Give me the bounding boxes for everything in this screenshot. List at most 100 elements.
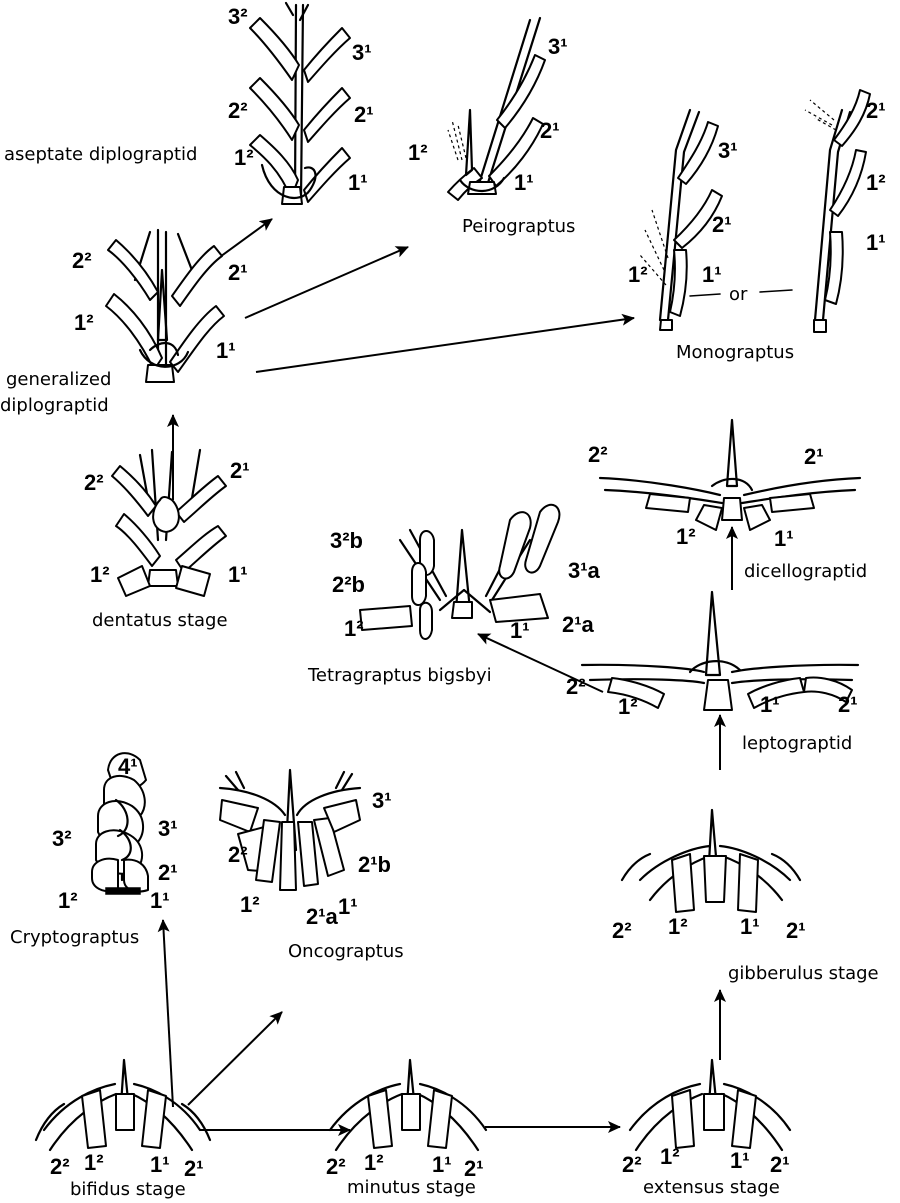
drawing-leptograptid [582,592,858,710]
peirograptus-theca-label: 1² [408,140,428,165]
tetragraptus-theca-label: 1¹ [510,618,530,643]
leptograptid-theca-label: 1² [618,694,638,719]
label-gibberulus-stage: gibberulus stage [728,963,879,984]
oncograptus-theca-label: 2² [228,842,248,867]
tetragraptus-theca-label: 3¹a [568,558,601,583]
cryptograptus-theca-label: 3¹ [158,816,178,841]
gibberulus-theca-label: 2¹ [786,918,806,943]
bifidus-theca-label: 1² [84,1150,104,1175]
monograptus-theca-label: 3¹ [718,138,738,163]
label-dicellograptid: dicellograptid [744,561,867,582]
minutus-theca-label: 1² [364,1150,384,1175]
cryptograptus-theca-label: 1¹ [150,888,170,913]
leptograptid-theca-label: 2² [566,674,586,699]
leptograptid-theca-label: 2¹ [838,692,858,717]
label-peirograptus: Peirograptus [462,216,575,237]
drawing-generalized-diplograptid [106,230,224,382]
drawing-aseptate-diplograptid [250,3,350,204]
generalized-theca-label: 2² [72,248,92,273]
minutus-theca-label: 2² [326,1154,346,1179]
dicellograptid-theca-label: 1¹ [774,526,794,551]
extensus-theca-label: 2¹ [770,1152,790,1177]
aseptate-theca-label: 2² [228,98,248,123]
tetragraptus-theca-label: 2¹a [562,612,595,637]
gibberulus-theca-label: 2² [612,918,632,943]
label-minutus-stage: minutus stage [347,1177,476,1198]
label-extensus-stage: extensus stage [643,1177,780,1198]
tetragraptus-theca-label: 1² [344,616,364,641]
arrow-generalized-to-peirograptus [245,247,408,318]
label-oncograptus: Oncograptus [288,941,404,962]
peirograptus-theca-label: 2¹ [540,118,560,143]
leptograptid-theca-label: 1¹ [760,692,780,717]
aseptate-theca-label: 1² [234,145,254,170]
extensus-theca-label: 1² [660,1144,680,1169]
monograptus-theca-label: 1¹ [702,262,722,287]
monograptus-theca-label: 1¹ [866,230,886,255]
oncograptus-theca-label: 3¹ [372,788,392,813]
dentatus-theca-label: 2² [84,470,104,495]
cryptograptus-theca-label: 1² [58,888,78,913]
drawing-minutus-stage [330,1060,486,1150]
cryptograptus-theca-label: 4¹ [118,754,138,779]
drawing-gibberulus-stage [622,810,800,912]
aseptate-theca-label: 2¹ [354,102,374,127]
oncograptus-theca-label: 2¹b [358,852,391,877]
minutus-theca-label: 1¹ [432,1152,452,1177]
oncograptus-theca-label: 1² [240,892,260,917]
arrow-generalized-to-monograptus [256,318,634,372]
monograptus-theca-label: 1² [866,170,886,195]
label-leptograptid: leptograptid [742,733,852,754]
generalized-theca-label: 1¹ [216,338,236,363]
gibberulus-theca-label: 1² [668,914,688,939]
label-aseptate-diplograptid: aseptate diplograptid [4,144,197,165]
generalized-theca-label: 2¹ [228,260,248,285]
label-bifidus-stage: bifidus stage [70,1179,186,1200]
dentatus-theca-label: 1² [90,562,110,587]
monograptus-theca-label: 2¹ [866,98,886,123]
gibberulus-theca-label: 1¹ [740,914,760,939]
drawing-monograptus-b [805,90,870,332]
or-connector: or [729,284,748,305]
monograptus-theca-label: 1² [628,262,648,287]
drawing-dentatus-stage [112,450,226,596]
cryptograptus-theca-label: 3² [52,826,72,851]
dentatus-theca-label: 1¹ [228,562,248,587]
dicellograptid-theca-label: 2¹ [804,444,824,469]
bifidus-theca-label: 2¹ [184,1156,204,1181]
oncograptus-theca-label: 1¹ [338,894,358,919]
tetragraptus-theca-label: 2²b [332,572,365,597]
extensus-theca-label: 2² [622,1152,642,1177]
drawing-extensus-stage [630,1060,790,1150]
drawing-dicellograptid [600,420,860,530]
or-dash-left [690,294,720,296]
dicellograptid-theca-label: 2² [588,442,608,467]
drawing-bifidus-stage [36,1060,210,1150]
generalized-theca-label: 1² [74,310,94,335]
monograptus-theca-label: 2¹ [712,212,732,237]
oncograptus-theca-label: 2¹a [306,904,339,929]
tetragraptus-theca-label: 3²b [330,528,363,553]
label-cryptograptus: Cryptograptus [10,927,139,948]
drawing-monograptus-a [640,110,722,330]
label-monograptus: Monograptus [676,342,794,363]
or-dash-right [760,290,792,292]
bifidus-theca-label: 1¹ [150,1152,170,1177]
extensus-theca-label: 1¹ [730,1148,750,1173]
aseptate-theca-label: 3¹ [352,40,372,65]
drawing-oncograptus [220,770,360,890]
peirograptus-theca-label: 1¹ [514,170,534,195]
bifidus-theca-label: 2² [50,1154,70,1179]
dentatus-theca-label: 2¹ [230,458,250,483]
arrow-bifidus-to-cryptograptus [163,920,173,1107]
aseptate-theca-label: 3² [228,4,248,29]
label-tetragraptus-bigsbyi: Tetragraptus bigsbyi [307,665,492,686]
label-generalized-diplograptid: generalized diplograptid [0,369,117,416]
label-dentatus-stage: dentatus stage [92,610,228,631]
aseptate-theca-label: 1¹ [348,170,368,195]
dicellograptid-theca-label: 1² [676,524,696,549]
arrow-bifidus-to-oncograptus [188,1012,282,1105]
peirograptus-theca-label: 3¹ [548,34,568,59]
cryptograptus-theca-label: 2¹ [158,860,178,885]
